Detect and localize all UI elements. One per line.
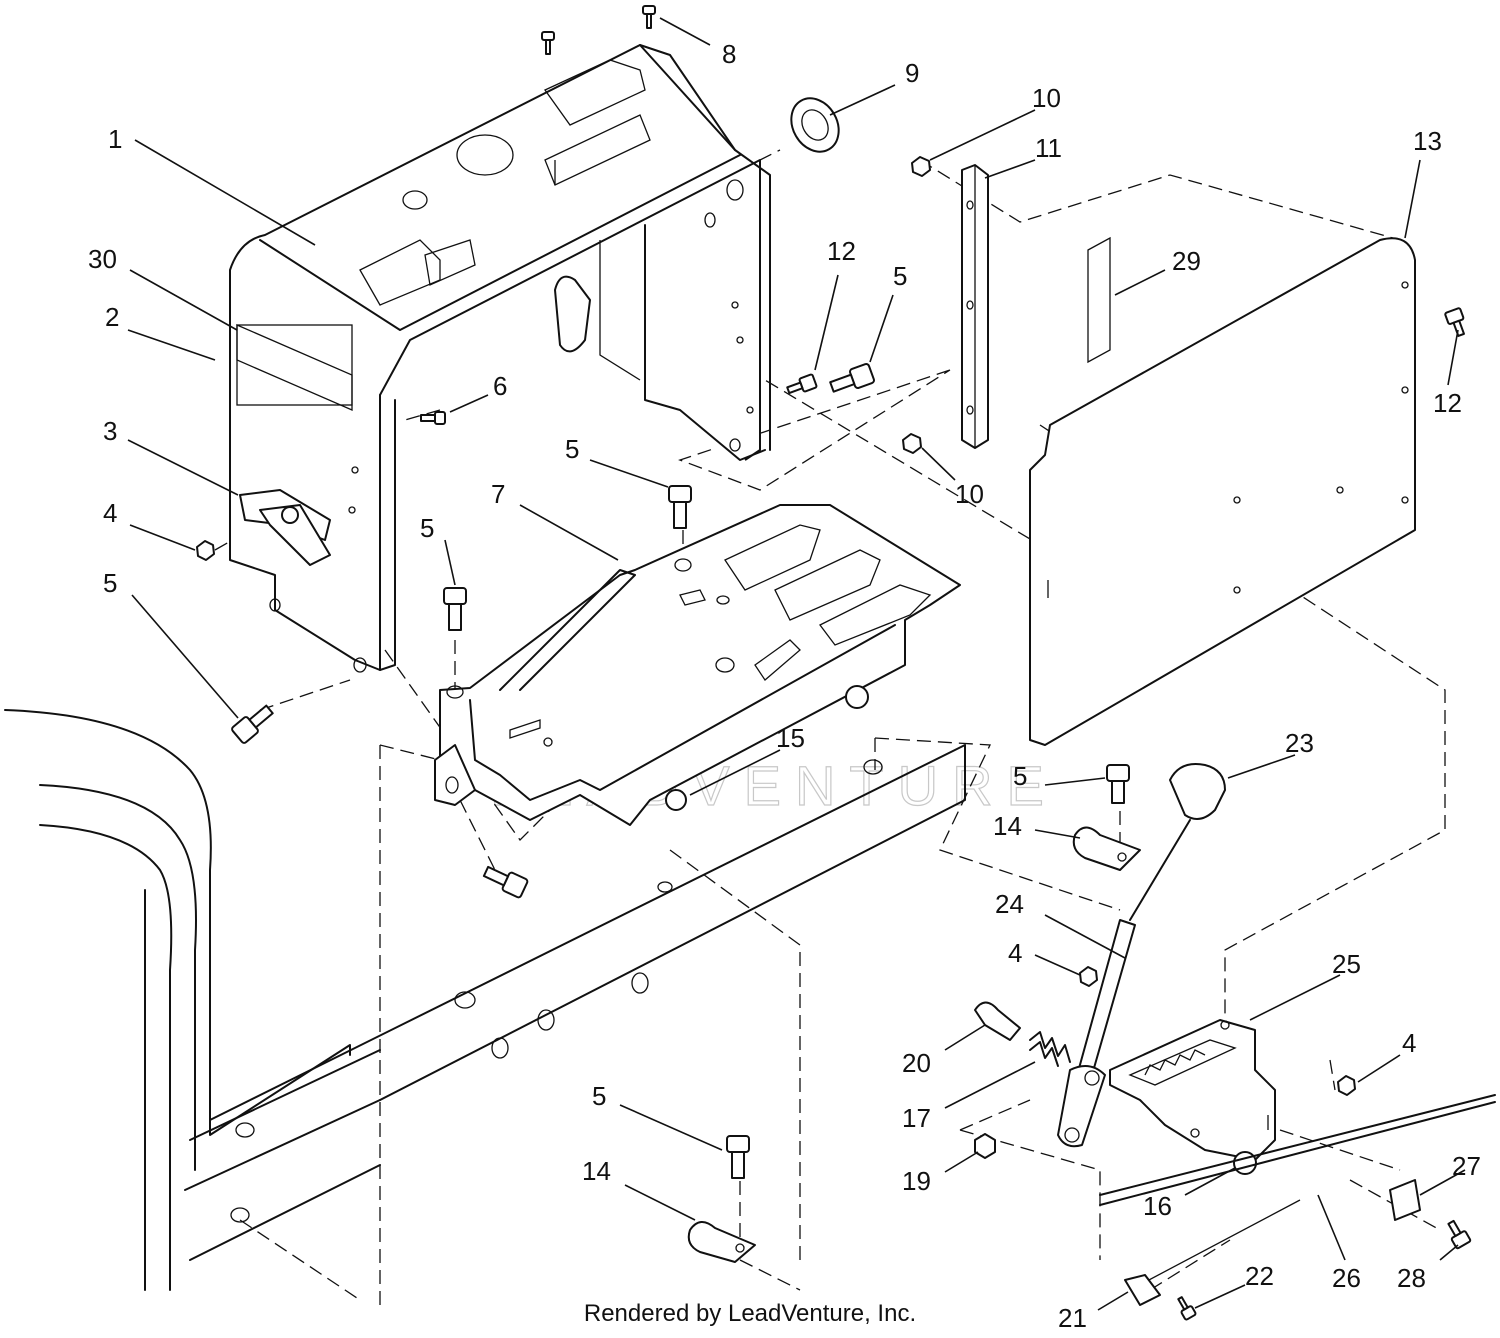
callout-14: 14 — [993, 811, 1022, 841]
grommet — [790, 97, 840, 153]
callout-4: 4 — [103, 498, 117, 528]
callout-5: 5 — [1013, 761, 1027, 791]
callout-5: 5 — [420, 513, 434, 543]
callout-4: 4 — [1402, 1028, 1416, 1058]
callout-19: 19 — [902, 1166, 931, 1196]
cable-clamp — [1389, 1179, 1421, 1221]
leader-lines — [127, 17, 1466, 1311]
bolts — [231, 5, 1472, 1321]
callout-3: 3 — [103, 416, 117, 446]
callout-30: 30 — [88, 244, 117, 274]
callout-12: 12 — [827, 236, 856, 266]
latch-assembly — [239, 489, 331, 566]
callout-20: 20 — [902, 1048, 931, 1078]
callout-10: 10 — [1032, 83, 1061, 113]
callout-5: 5 — [565, 434, 579, 464]
shift-gate-bracket — [1109, 1019, 1276, 1161]
chassis-frame — [4, 709, 966, 1291]
callout-24: 24 — [995, 889, 1024, 919]
pivot-bolt — [974, 1001, 1021, 1041]
callout-9: 9 — [905, 58, 919, 88]
callout-5: 5 — [592, 1081, 606, 1111]
callout-4: 4 — [1008, 938, 1022, 968]
callout-10: 10 — [955, 479, 984, 509]
callout-13: 13 — [1413, 126, 1442, 156]
dash-console-housing — [229, 44, 771, 673]
footer-credit: Rendered by LeadVenture, Inc. — [583, 1300, 917, 1327]
flange-nuts-15 — [665, 685, 869, 811]
callout-8: 8 — [722, 39, 736, 69]
callout-16: 16 — [1143, 1191, 1172, 1221]
callout-5: 5 — [893, 261, 907, 291]
callout-labels: 1 2 3 4 4 4 5 5 5 5 5 5 6 7 8 9 10 10 11… — [88, 39, 1481, 1333]
nuts-10 — [902, 156, 931, 454]
nut-19 — [974, 1133, 996, 1159]
throttle-cable — [1099, 1094, 1496, 1291]
callout-12: 12 — [1433, 388, 1462, 418]
nut-left — [196, 540, 215, 561]
callout-23: 23 — [1285, 728, 1314, 758]
callout-6: 6 — [493, 371, 507, 401]
floor-plate — [434, 504, 961, 826]
callout-11: 11 — [1035, 133, 1062, 163]
flange-nut-16 — [1233, 1151, 1257, 1175]
callout-15: 15 — [776, 723, 805, 753]
callout-1: 1 — [108, 124, 122, 154]
callout-28: 28 — [1397, 1263, 1426, 1293]
shift-knob — [1169, 763, 1226, 820]
callout-29: 29 — [1172, 246, 1201, 276]
spring — [1029, 1031, 1071, 1067]
callout-22: 22 — [1245, 1261, 1274, 1291]
nut-4-right — [1337, 1075, 1356, 1096]
callout-25: 25 — [1332, 949, 1361, 979]
side-panel — [1029, 237, 1416, 746]
callout-17: 17 — [902, 1103, 931, 1133]
callout-27: 27 — [1452, 1151, 1481, 1181]
clip-14-upper — [1072, 826, 1141, 871]
callout-2: 2 — [105, 302, 119, 332]
mounting-strip — [961, 164, 989, 449]
callout-5: 5 — [103, 568, 117, 598]
cable-fitting — [1124, 1274, 1161, 1306]
shift-lever — [1057, 819, 1191, 1148]
decal-29 — [1087, 236, 1111, 364]
nut-4-mid — [1079, 966, 1098, 987]
callout-26: 26 — [1332, 1263, 1361, 1293]
callout-21: 21 — [1058, 1303, 1087, 1333]
clip-14-lower — [687, 1221, 756, 1263]
callout-14: 14 — [582, 1156, 611, 1186]
callout-7: 7 — [491, 479, 505, 509]
